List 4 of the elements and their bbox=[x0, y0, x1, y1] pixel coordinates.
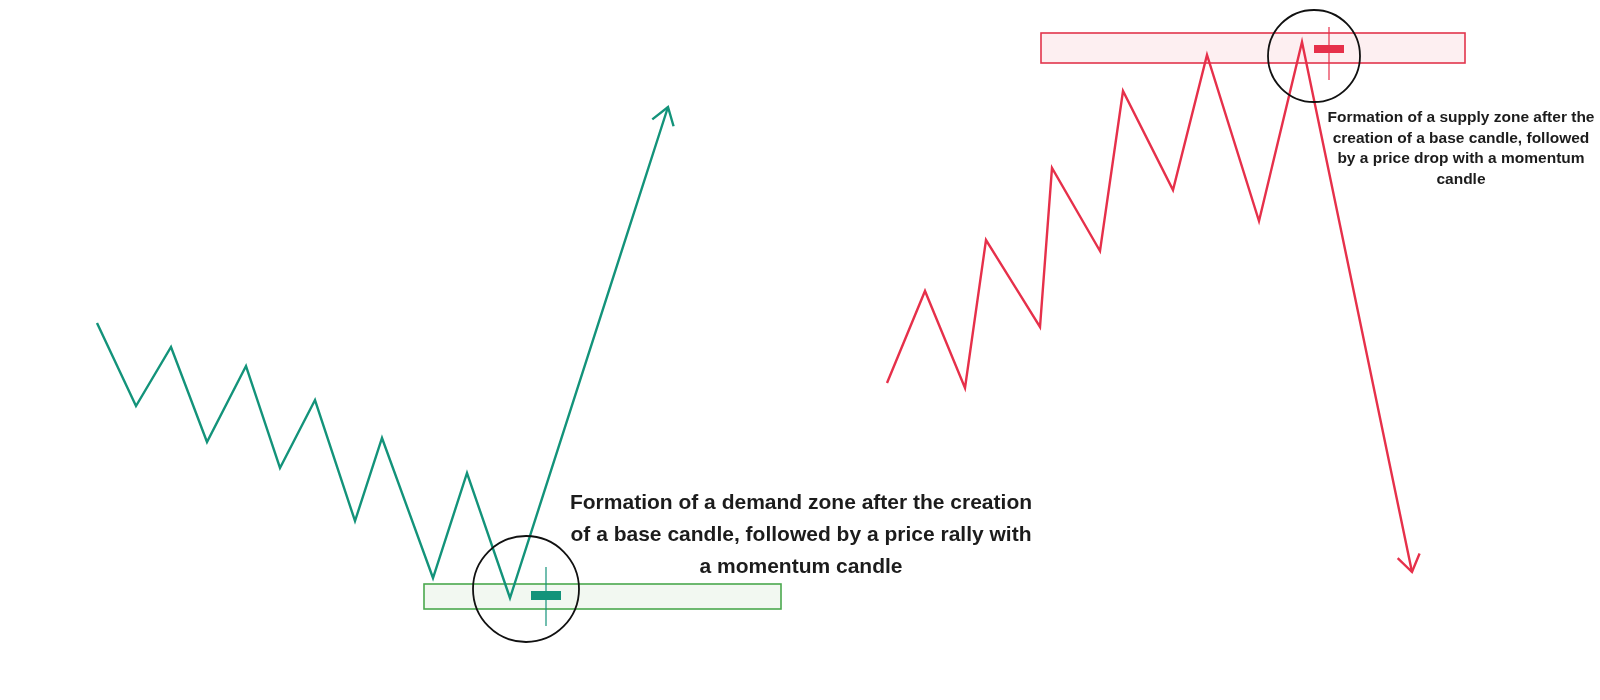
annotation-text: Formation of a demand zone after the creation of a base candle, followed by a price rally with a momentum candle bbox=[568, 489, 1034, 579]
annotation-text: Formation of a supply zone after the creation of a base candle, followed by a price drop with a momentum candle bbox=[1326, 107, 1596, 189]
demand-zone bbox=[423, 583, 782, 610]
supply-zone bbox=[1040, 32, 1466, 64]
